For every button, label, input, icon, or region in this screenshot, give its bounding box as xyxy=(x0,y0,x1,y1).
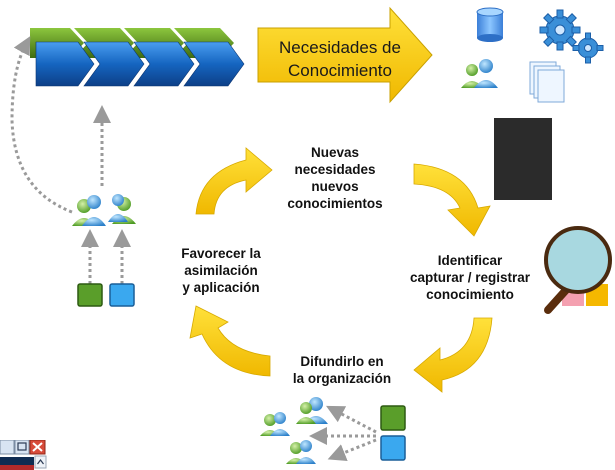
label-line: capturar / registrar xyxy=(409,270,531,285)
distribution-arrows xyxy=(309,405,377,462)
knowledge-needs-arrow xyxy=(257,6,433,104)
label-line: y aplicación xyxy=(182,280,260,295)
label-line: conocimiento xyxy=(426,287,514,302)
cycle-label-left: Favorecer la asimilación y aplicación xyxy=(162,245,280,296)
label-line: asimilación xyxy=(184,263,258,278)
label-line: Difundirlo en xyxy=(300,354,384,369)
arrow-line: Conocimiento xyxy=(288,61,392,80)
users-icon-left xyxy=(72,194,136,226)
knowledge-needs-label: Necesidades de Conocimiento xyxy=(262,36,418,82)
cycle-arrow-bottom-left xyxy=(189,305,271,377)
label-line: nuevos xyxy=(311,179,359,194)
cycle-label-bottom: Difundirlo en la organización xyxy=(272,353,412,387)
database-icon xyxy=(476,7,504,42)
blue-square-left xyxy=(109,283,135,307)
documents-icon xyxy=(529,61,565,103)
label-line: Nuevas xyxy=(310,145,360,160)
dark-block xyxy=(494,118,552,200)
gears-icon xyxy=(539,9,604,64)
label-line: Favorecer la xyxy=(181,246,261,261)
cycle-label-top: Nuevas necesidades nuevos conocimientos xyxy=(270,144,400,212)
arrow-line: Necesidades de xyxy=(279,38,401,57)
label-line: necesidades xyxy=(294,162,376,177)
users-icon xyxy=(461,59,498,88)
label-line: Identificar xyxy=(437,253,503,268)
label-line: conocimientos xyxy=(287,196,383,211)
cycle-arrow-top-right xyxy=(413,163,491,237)
window-controls-icon[interactable] xyxy=(0,440,48,470)
process-chevron-icon xyxy=(30,28,245,87)
label-line: la organización xyxy=(292,371,392,386)
feedback-arrows xyxy=(10,36,131,284)
green-square-left xyxy=(77,283,103,307)
green-square-bottom xyxy=(380,405,406,431)
magnifier-icon xyxy=(544,226,612,314)
cycle-arrow-bottom-right xyxy=(413,317,493,393)
cycle-arrow-top-left xyxy=(195,147,273,215)
cycle-arrows xyxy=(189,147,493,393)
blue-square-bottom xyxy=(380,435,406,461)
users-icon-bottom xyxy=(260,397,328,464)
cycle-label-right: Identificar capturar / registrar conocim… xyxy=(392,252,548,303)
